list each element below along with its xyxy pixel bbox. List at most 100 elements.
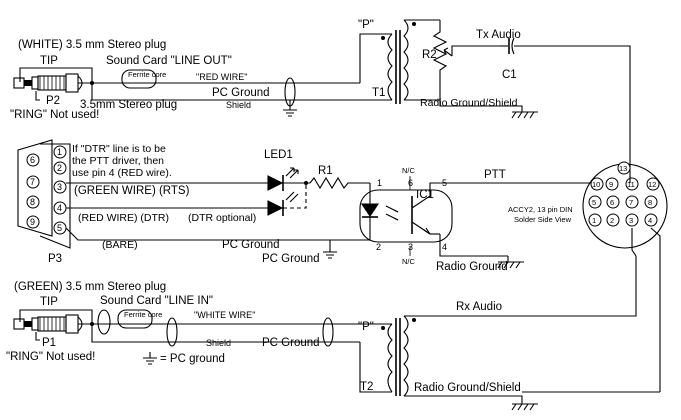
- svg-text:Ferrite core: Ferrite core: [128, 70, 166, 79]
- din-caption-1: ACCY2, 13 pin DIN: [508, 205, 573, 214]
- db9-pin-2: [53, 161, 67, 175]
- top-soundcard-label: Sound Card "LINE OUT": [106, 55, 232, 67]
- bottom-sleeve-wire: [91, 324, 110, 343]
- din-pin-2: 2: [610, 216, 614, 225]
- bottom-plug-title: (GREEN) 3.5 mm Stereo plug: [14, 281, 166, 293]
- bottom-plug-group: (GREEN) 3.5 mm Stereo plug TIP P1 "RING"…: [6, 281, 380, 393]
- top-pc-ground-icon: [283, 100, 297, 117]
- transformer-t1-icon: T1: [372, 19, 440, 104]
- dtr-note-line-3: use pin 4 (RED wire).: [72, 167, 172, 179]
- ic-pin-6: 6: [408, 178, 413, 188]
- bottom-tip-bracket: [19, 309, 93, 322]
- capacitor-c1-icon: C1: [500, 37, 631, 183]
- din-pin-7: 7: [629, 198, 633, 207]
- db9-label-1: 1: [57, 147, 62, 157]
- optocoupler-ic1-icon: IC1 1 2 5 4 6 3 N/C N/C: [359, 166, 453, 266]
- led1-ref: LED1: [264, 149, 293, 161]
- top-primary-feed: [359, 33, 380, 83]
- top-radio-ground-wire: [439, 100, 523, 112]
- dtr-note-line-2: the PTT driver, then: [72, 155, 164, 167]
- green-wire-label: (GREEN WIRE) (RTS): [74, 185, 190, 197]
- din-pin-1: 1: [592, 216, 596, 225]
- bare-label: (BARE): [102, 239, 138, 251]
- red-wire-label: (RED WIRE) (DTR): [78, 212, 169, 224]
- top-plug-ref: P2: [46, 95, 60, 107]
- bottom-radio-ground-label: Radio Ground/Shield: [414, 382, 521, 394]
- r1-ref: R1: [318, 165, 333, 177]
- db9-pin-7: [26, 175, 40, 189]
- top-plug-group: (WHITE) 3.5 mm Stereo plug TIP P2 "RING"…: [10, 19, 380, 121]
- ptt-label: PTT: [484, 169, 506, 181]
- bottom-wire-label: "WHITE WIRE": [194, 310, 255, 320]
- pc-ground-symbol-label: PC Ground: [262, 253, 320, 265]
- top-radio-ground-label: Radio Ground/Shield: [420, 97, 518, 109]
- ic-pin-1: 1: [377, 178, 382, 188]
- pc-ground-legend: = PC ground: [160, 353, 225, 365]
- top-wire-label: "RED WIRE": [196, 72, 247, 82]
- ic-pin-4: 4: [442, 242, 447, 252]
- top-tip-bracket: [19, 67, 93, 82]
- din-pin-13: 13: [619, 164, 627, 173]
- db9-label-7: 7: [30, 177, 35, 187]
- top-shield-label: Shield: [226, 100, 251, 110]
- mid-pc-ground-icon: [323, 240, 337, 259]
- led1-icon: LED1: [264, 149, 299, 216]
- din-pin-9: 9: [609, 180, 613, 189]
- db9-label-6: 6: [30, 155, 35, 165]
- bottom-stereo-plug-icon: [13, 314, 83, 334]
- din-pin-4: 4: [648, 216, 652, 225]
- bottom-ferrite-core-icon: Ferrite core: [117, 309, 162, 329]
- mid-radio-ground-icon: [497, 261, 524, 269]
- bottom-shield-label: Shield: [206, 338, 231, 348]
- db9-pin-6: [26, 153, 40, 167]
- din-pin-5: 5: [592, 198, 596, 207]
- bare-ground-wire: [65, 227, 360, 241]
- bottom-ring-pointer: [35, 332, 40, 341]
- bottom-soundcard-label: Sound Card "LINE IN": [100, 295, 213, 307]
- c1-ref: C1: [502, 69, 517, 81]
- db9-label-2: 2: [57, 163, 62, 173]
- nc-top: N/C: [402, 166, 416, 175]
- db9-connector-p3: 1 2 3 4 5 6 7 8 9 P3: [17, 139, 71, 265]
- top-tip-label: TIP: [40, 55, 58, 67]
- ic-pin-3: 3: [408, 242, 413, 252]
- ic-pin-2: 2: [376, 242, 381, 252]
- led-dtr-optional-wire: [283, 183, 307, 209]
- top-pc-ground-label: PC Ground: [212, 87, 270, 99]
- t1-ref: T1: [372, 87, 385, 99]
- legend-pc-ground-icon: [143, 352, 157, 365]
- db9-pin-1: [53, 145, 67, 159]
- bottom-shield-ellipse-right: [322, 317, 334, 347]
- din-pin-6: 6: [610, 198, 614, 207]
- din-13-pin-connector: 13 10 11 12 9 8 7 6 5 4 3 2 1 ACCY2, 13 …: [508, 161, 668, 392]
- din-pin-3: 3: [629, 216, 633, 225]
- transformer-t2-icon: T2: [360, 256, 637, 404]
- din-pin-11: 11: [627, 180, 635, 189]
- dtr-optional-label: (DTR optional): [188, 212, 256, 224]
- db9-label-4: 4: [57, 203, 62, 213]
- ic1-ref: IC1: [416, 189, 434, 201]
- db9-pin-8: [26, 195, 40, 209]
- r2-ref: R2: [422, 49, 437, 61]
- top-radio-ground-icon: [511, 111, 538, 119]
- db9-label-8: 8: [30, 197, 35, 207]
- top-primary-label: "P": [358, 19, 374, 31]
- top-sleeve-wire: [91, 83, 110, 101]
- bottom-primary-label: "P": [358, 321, 374, 333]
- din-pin-12: 12: [648, 180, 656, 189]
- top-ferrite-core-icon: Ferrite core: [121, 69, 166, 89]
- bottom-plug-ref: P1: [42, 337, 56, 349]
- dtr-note: If "DTR" line is to be the PTT driver, t…: [72, 143, 172, 179]
- din-caption-2: Solder Side View: [514, 215, 572, 224]
- db9-pin-9: [26, 215, 40, 229]
- pc-ground-wire-label: PC Ground: [222, 239, 280, 251]
- db9-label-9: 9: [30, 217, 35, 227]
- top-plug-title: (WHITE) 3.5 mm Stereo plug: [18, 39, 166, 51]
- db9-label-5: 5: [57, 223, 62, 233]
- nc-bottom: N/C: [402, 257, 416, 266]
- resistor-r1-icon: R1: [309, 165, 370, 190]
- top-stereo-plug-icon: [13, 73, 83, 93]
- din-pin-8: 8: [648, 198, 652, 207]
